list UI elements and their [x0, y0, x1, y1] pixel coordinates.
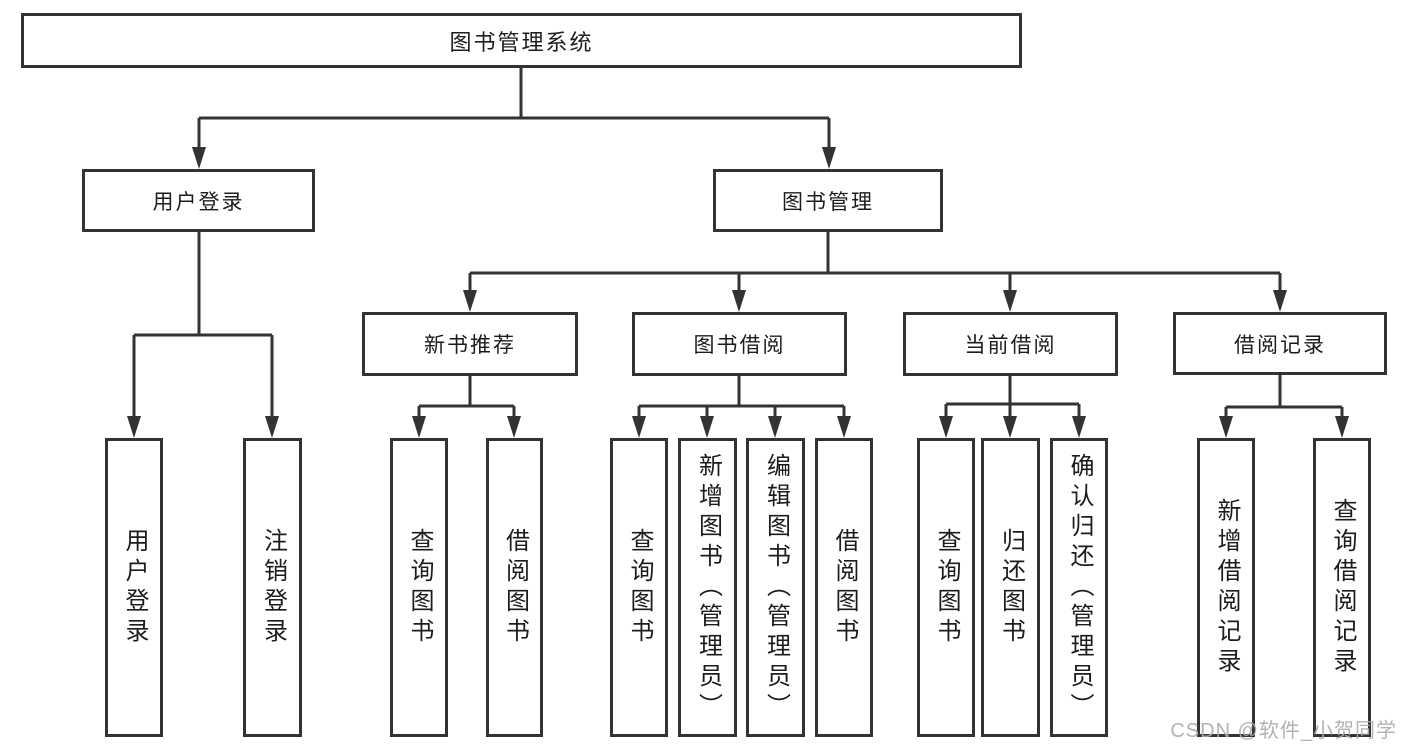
node-new-book-recommend-label: 新书推荐: [424, 334, 516, 357]
leaf-user-login-label: 用户登录: [121, 527, 148, 648]
leaf-query-books-borrowing: 查询图书: [610, 438, 668, 737]
leaf-add-books-admin: 新增图书（管理员）: [678, 438, 737, 737]
leaf-borrow-books-recommend-label: 借阅图书: [501, 527, 529, 648]
leaf-add-books-admin-label: 新增图书（管理员）: [694, 452, 722, 723]
node-book-management-label: 图书管理: [782, 190, 874, 214]
node-user-login-label: 用户登录: [152, 190, 245, 214]
leaf-return-books: 归还图书: [981, 438, 1040, 737]
leaf-query-books-current: 查询图书: [917, 438, 975, 737]
leaf-query-books-borrowing-label: 查询图书: [626, 527, 653, 648]
leaf-add-borrow-record-label: 新增借阅记录: [1213, 497, 1240, 678]
leaf-user-login: 用户登录: [105, 438, 163, 737]
leaf-query-borrow-record-label: 查询借阅记录: [1329, 497, 1356, 678]
leaf-query-borrow-record: 查询借阅记录: [1313, 438, 1371, 737]
leaf-confirm-return-admin: 确认归还（管理员）: [1050, 438, 1108, 737]
leaf-confirm-return-admin-label: 确认归还（管理员）: [1066, 452, 1093, 723]
node-book-borrowing-label: 图书借阅: [693, 334, 786, 357]
node-borrowing-records-label: 借阅记录: [1234, 333, 1326, 357]
node-current-borrowing: 当前借阅: [903, 312, 1118, 376]
leaf-logout: 注销登录: [243, 438, 302, 737]
leaf-query-books-recommend: 查询图书: [390, 438, 448, 737]
node-book-management: 图书管理: [713, 169, 943, 232]
leaf-return-books-label: 归还图书: [997, 527, 1025, 648]
node-book-borrowing: 图书借阅: [632, 312, 847, 376]
leaf-borrow-books-recommend: 借阅图书: [486, 438, 543, 737]
leaf-add-borrow-record: 新增借阅记录: [1197, 438, 1255, 737]
leaf-logout-label: 注销登录: [259, 527, 287, 648]
leaf-edit-books-admin-label: 编辑图书（管理员）: [762, 452, 790, 723]
leaf-query-books-current-label: 查询图书: [933, 527, 960, 648]
csdn-watermark: CSDN @软件_小贺同学: [1170, 720, 1397, 742]
leaf-edit-books-admin: 编辑图书（管理员）: [746, 438, 805, 737]
node-user-login: 用户登录: [82, 169, 315, 232]
node-borrowing-records: 借阅记录: [1173, 312, 1387, 375]
node-library-management-system-label: 图书管理系统: [449, 29, 594, 55]
node-library-management-system: 图书管理系统: [21, 13, 1022, 68]
leaf-borrow-books: 借阅图书: [815, 438, 873, 737]
leaf-query-books-recommend-label: 查询图书: [406, 527, 433, 648]
leaf-borrow-books-label: 借阅图书: [831, 527, 858, 648]
node-new-book-recommend: 新书推荐: [362, 312, 578, 376]
node-current-borrowing-label: 当前借阅: [964, 334, 1057, 357]
